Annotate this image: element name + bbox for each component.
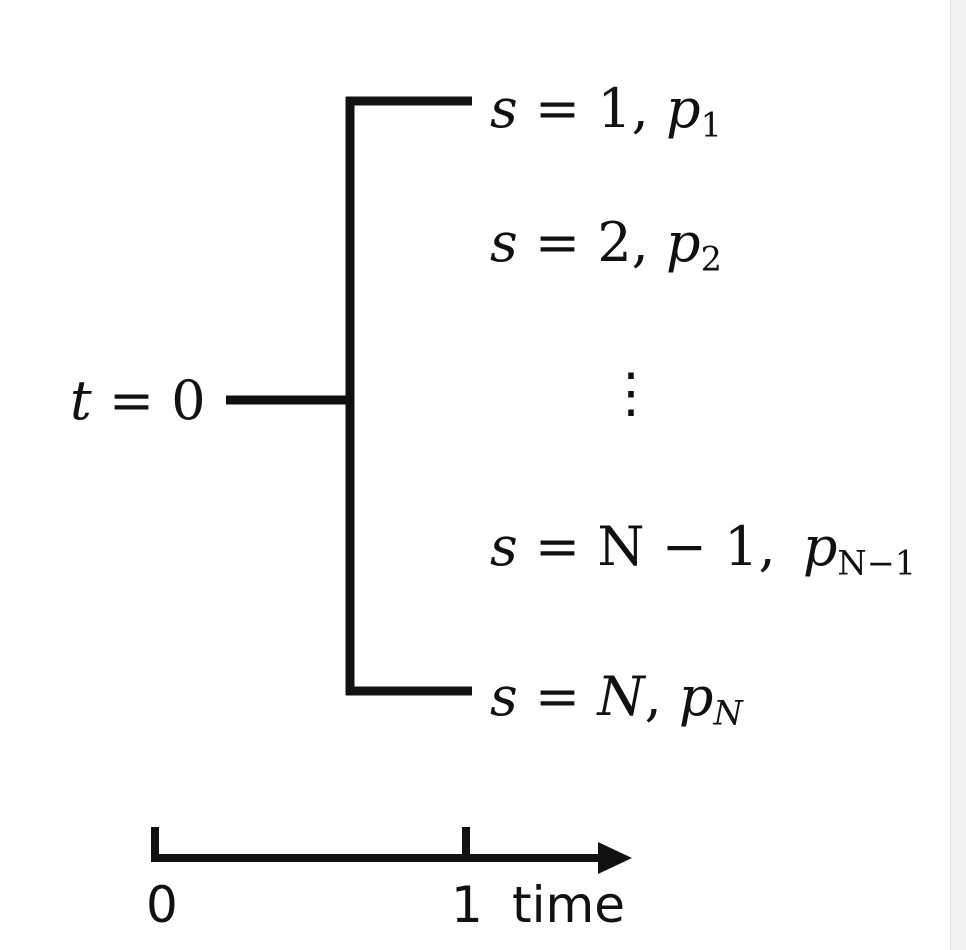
outcome-label-1: s = 1, p1 bbox=[490, 77, 722, 145]
outcome-label-N: s = N, pN bbox=[490, 665, 743, 733]
root-label: t = 0 bbox=[70, 369, 206, 432]
axis-label-time: time bbox=[512, 876, 625, 934]
outcome-label-2: s = 2, p2 bbox=[490, 211, 722, 279]
vertical-ellipsis: ⋮ bbox=[604, 361, 658, 424]
window-edge bbox=[950, 0, 966, 950]
outcome-label-N-minus-1: s = N − 1, pN−1 bbox=[490, 515, 917, 583]
time-axis-arrowhead bbox=[598, 842, 632, 874]
tick-label-1: 1 bbox=[451, 876, 483, 934]
tick-label-0: 0 bbox=[146, 876, 178, 934]
